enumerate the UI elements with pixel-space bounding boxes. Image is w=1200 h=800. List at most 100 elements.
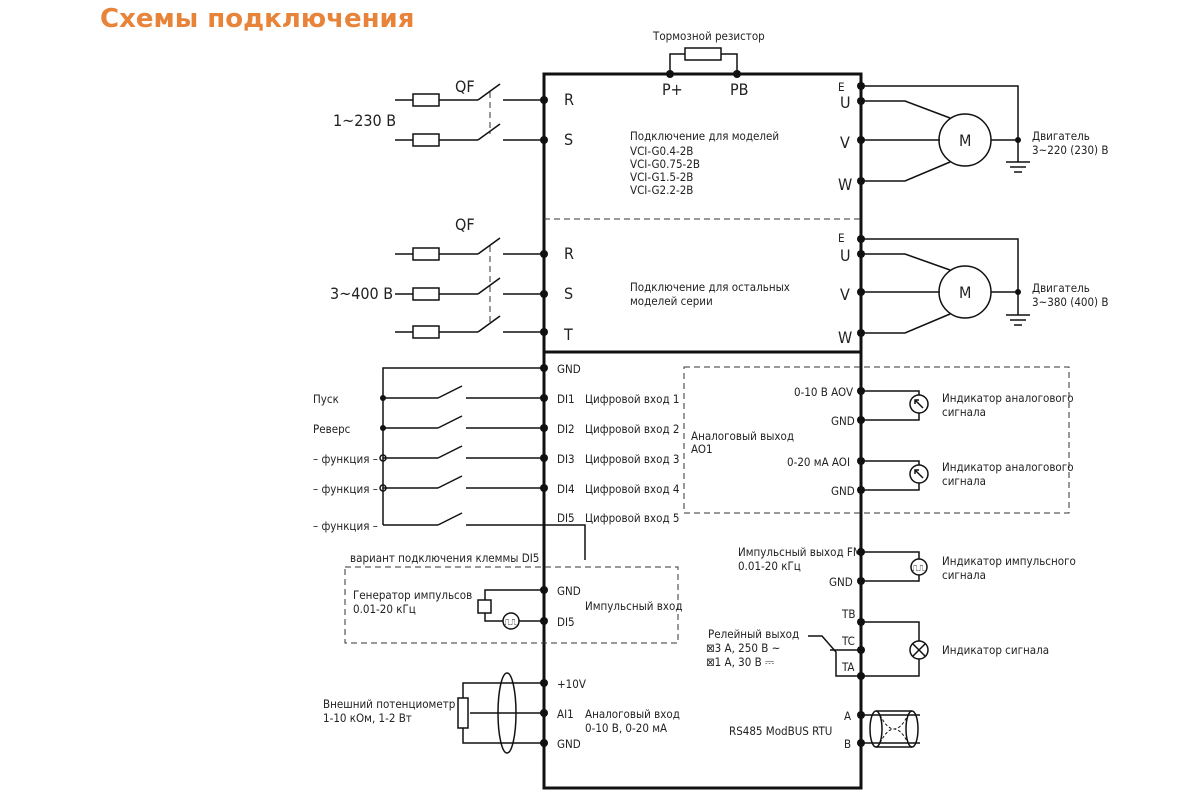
fuse-bot-t [412,325,440,339]
brake-resistor-wire-right [721,53,738,74]
fm-desc-1: Импульсный выход FM [738,545,862,559]
brake-resistor-wire [669,53,685,74]
breaker-bot-t [477,315,501,333]
relay-ta-wire [861,659,920,677]
terminal-top-w-label: W [838,175,852,194]
indicator-signal-label: Индикатор сигнала [942,643,1049,657]
fm-wire [861,551,920,559]
relay-contact-symbol [808,635,861,677]
models-top-line-4: VCI-G1.5-2B [630,170,693,184]
analog-meter-needle-1 [914,399,924,409]
pulse-indicator-glyph: ⎍⎍ [912,564,925,574]
brake-resistor-symbol [684,47,722,61]
relay-tb-wire [861,621,920,641]
di5-left-label: – функция – [313,519,378,533]
motor-bottom-frame-dot [1015,289,1021,295]
di2-desc: Цифровой вход 2 [585,422,680,436]
terminal-bot-u-label: U [840,246,851,265]
analog-meter-needle-2 [914,469,924,479]
di4-switch [437,475,463,489]
di3-junction [379,454,387,462]
terminal-top-s-dot [540,136,548,144]
di-row-1: DI1 Цифровой вход 1 Пуск [313,385,680,406]
terminal-bot-s-dot [540,290,548,298]
pot-label-1: Внешний потенциометр [323,697,455,711]
terminal-ai1-label: AI1 [557,707,574,721]
rs485-b-label: B [844,737,851,751]
relay-tc-label: TC [841,634,855,648]
terminal-di5-label: DI5 [557,511,575,525]
terminal-top-s-label: S [564,130,573,149]
indicator-pulse-line-2: сигнала [942,568,986,582]
pulse-gen-di5-wire [484,613,503,622]
ao1-wire [861,390,920,395]
terminal-top-u-label: U [840,93,851,112]
breaker-label-top: QF [455,77,475,96]
di5-switch [437,512,463,526]
analog-meter-icon-1 [909,394,929,414]
fuse-top-s [412,133,440,147]
earth-label-top: E [838,80,845,94]
analog-meter-arrow-1 [914,399,919,404]
terminal-ai1-dot [540,709,548,717]
ao-block-label-2: AO1 [691,442,713,456]
models-bottom-line-1: Подключение для остальных [630,280,790,294]
relay-ta-label: TA [841,660,855,674]
terminal-p-label: P+ [662,80,683,99]
terminal-bot-t-dot [540,328,548,336]
fm-gnd-label: GND [829,575,853,589]
pulse-gen-gnd-wire [484,589,544,600]
terminal-bot-v-label: V [840,285,850,304]
ao-dashed-box [683,366,1070,514]
breaker-bot-s [477,277,501,295]
ao-gnd-2-label: GND [831,484,855,498]
terminal-top-r-label: R [564,90,574,109]
di1-junction [380,395,386,401]
terminal-bot-r-label: R [564,244,574,263]
terminal-bot-r-dot [540,250,548,258]
di1-desc: Цифровой вход 1 [585,392,680,406]
di3-left-label: – функция – [313,452,378,466]
fuse-bot-r [412,247,440,261]
indicator-analog-2-line-1: Индикатор аналогового [942,460,1074,474]
fuse-bot-s [412,287,440,301]
di4-left-label: – функция – [313,482,378,496]
indicator-analog-2-line-2: сигнала [942,474,986,488]
terminal-gnd-di-label: GND [557,362,581,376]
terminal-di5-gnd-label: GND [557,584,581,598]
di2-junction [380,425,386,431]
terminal-bot-t-label: T [563,325,573,344]
motor-bottom-letter: M [959,283,971,302]
models-top-line-3: VCI-G0.75-2B [630,157,700,171]
motor-bottom-label-1: Двигатель [1032,281,1090,295]
potentiometer-symbol [457,697,469,729]
indicator-analog-1-line-1: Индикатор аналогового [942,391,1074,405]
fuse-top-r [412,93,440,107]
supply-1ph-label: 1~230 В [333,111,396,130]
terminal-di5-alt-dot [540,617,548,625]
models-top-line-5: VCI-G2.2-2B [630,183,693,197]
models-top-line-2: VCI-G0.4-2B [630,144,693,158]
ao-gnd-1-label: GND [831,414,855,428]
pulse-gen-label-1: Генератор импульсов [353,588,472,602]
pot-label-2: 1-10 кОм, 1-2 Вт [323,711,412,725]
terminal-di5-gnd-dot [540,586,548,594]
earth-wire-bottom [861,238,1019,315]
terminal-top-r-dot [540,96,548,104]
ao2-wire [861,460,920,465]
models-top-line-1: Подключение для моделей [630,129,779,143]
fm-desc-2: 0.01-20 кГц [738,559,801,573]
terminal-di3-label: DI3 [557,452,575,466]
motor-bottom-label-2: 3~380 (400) В [1032,295,1108,309]
di5-wire-b [466,524,586,560]
supply-3ph-label: 3~400 В [330,284,393,303]
di5-variant-label: вариант подключения клеммы DI5 [350,551,539,565]
brake-resistor-label: Тормозной резистор [652,29,765,43]
ao2-return-wire [861,483,920,491]
terminal-bot-w-label: W [838,328,852,347]
di2-left-label: Реверс [313,422,351,436]
di4-junction [379,484,387,492]
analog-meter-arrow-2 [914,469,919,474]
pulse-gen-square [477,599,492,614]
